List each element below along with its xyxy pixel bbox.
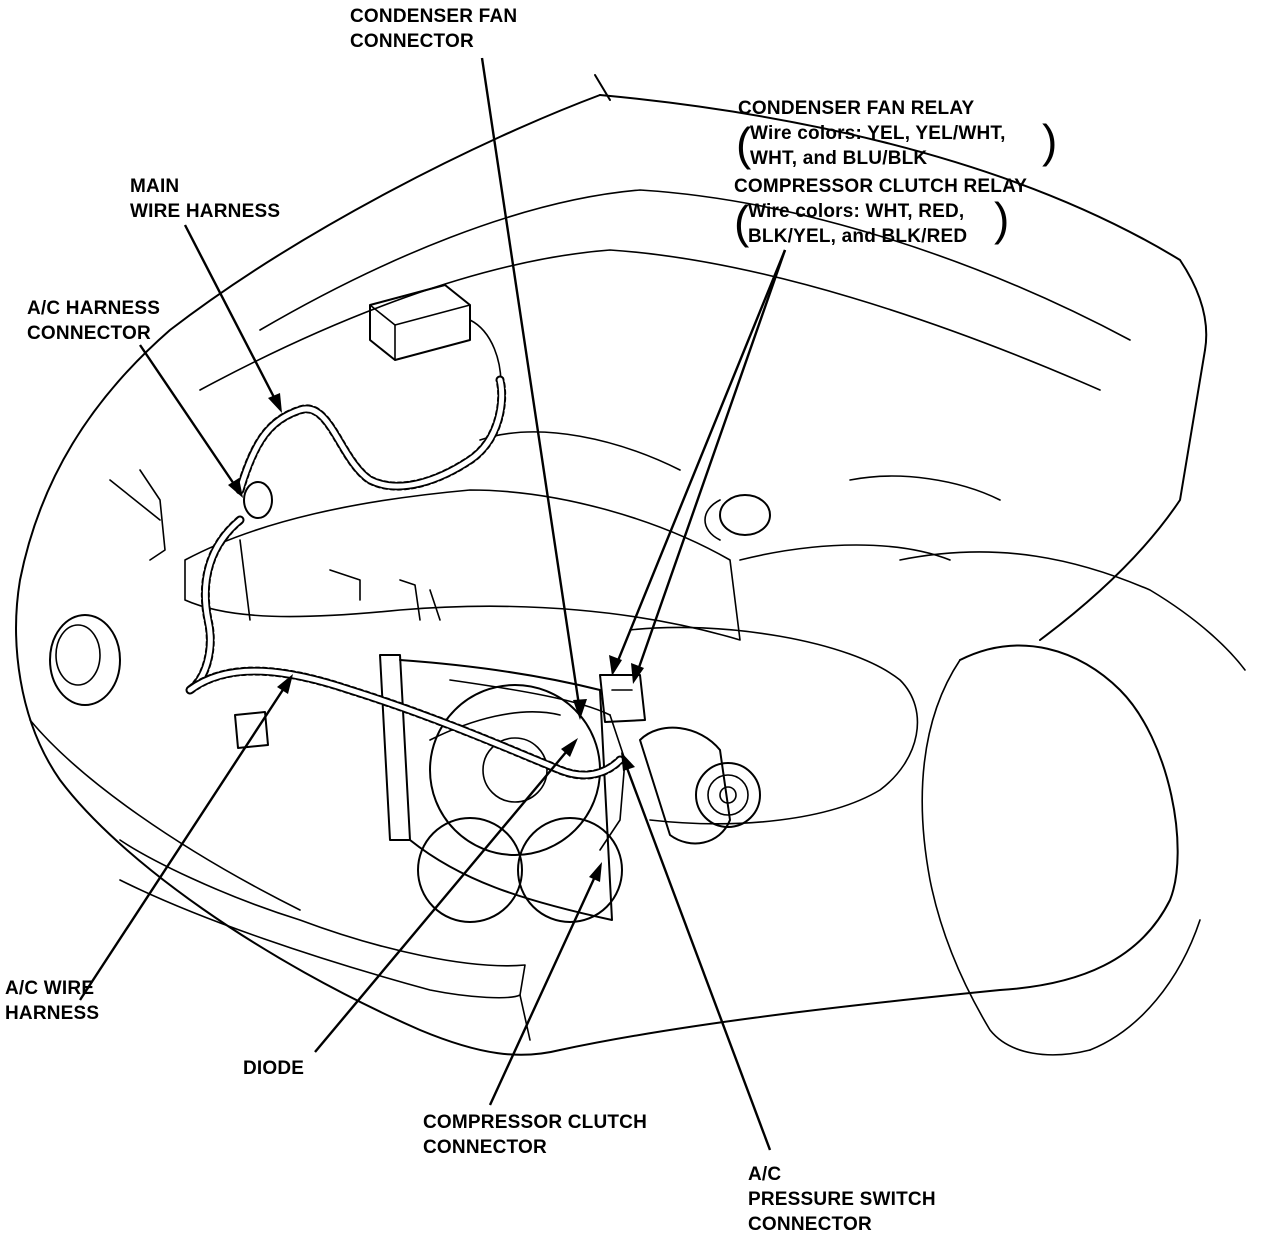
wire-harnesses (185, 375, 626, 851)
compressor-clutch-connector-line-2: CONNECTOR (423, 1137, 547, 1158)
condenser-fan-relay-title: CONDENSER FAN RELAY (738, 98, 975, 119)
compressor-clutch-relay-wires-line-2: BLK/YEL, and BLK/RED (748, 226, 968, 247)
ac-wire-harness-line-2: HARNESS (5, 1003, 100, 1024)
condenser-fan-relay-wires-line-2: WHT, and BLU/BLK (750, 148, 928, 169)
condenser-fan-connector-line-2: CONNECTOR (350, 31, 474, 52)
compressor-clutch-relay-wires: ( Wire colors: WHT, RED, BLK/YEL, and BL… (734, 196, 968, 249)
ac-pressure-switch-connector-line-1: A/C (748, 1164, 782, 1185)
ac-pressure-switch-connector-label: A/C PRESSURE SWITCH CONNECTOR (748, 1162, 936, 1237)
left-bracket-icon: ( (734, 196, 750, 248)
ac-pressure-switch-connector-line-2: PRESSURE SWITCH (748, 1189, 936, 1210)
ac-harness-connector-line-2: CONNECTOR (27, 323, 151, 344)
condenser-fan-relay-wires-line-1: Wire colors: YEL, YEL/WHT, (750, 123, 1006, 144)
compressor-clutch-relay-wires-line-1: Wire colors: WHT, RED, (748, 201, 965, 222)
engine-components (109, 284, 1001, 923)
right-bracket-icon: ) (994, 193, 1010, 245)
condenser-fan-relay-wires: ( Wire colors: YEL, YEL/WHT, WHT, and BL… (736, 118, 1006, 171)
car-body (15, 74, 1246, 1056)
compressor-clutch-connector-label: COMPRESSOR CLUTCH CONNECTOR (423, 1110, 647, 1160)
condenser-fan-connector-line-1: CONDENSER FAN (350, 6, 518, 27)
ac-pressure-switch-connector-line-3: CONNECTOR (748, 1214, 872, 1235)
left-bracket-icon: ( (736, 118, 752, 170)
leader-lines (78, 57, 787, 1151)
compressor-clutch-relay-title: COMPRESSOR CLUTCH RELAY (734, 176, 1028, 197)
ac-harness-connector-line-1: A/C HARNESS (27, 298, 161, 319)
main-wire-harness-line-2: WIRE HARNESS (130, 201, 281, 222)
compressor-clutch-connector-line-1: COMPRESSOR CLUTCH (423, 1112, 648, 1133)
ac-wire-harness-line-1: A/C WIRE (5, 978, 95, 999)
main-wire-harness-line-1: MAIN (130, 176, 180, 197)
condenser-fan-connector-label: CONDENSER FAN CONNECTOR (350, 4, 517, 54)
main-wire-harness-label: MAIN WIRE HARNESS (130, 174, 280, 224)
ac-wire-harness-label: A/C WIRE HARNESS (5, 976, 99, 1026)
ac-harness-connector-label: A/C HARNESS CONNECTOR (27, 296, 160, 346)
diode-label: DIODE (243, 1058, 305, 1079)
right-bracket-icon: ) (1042, 115, 1058, 167)
